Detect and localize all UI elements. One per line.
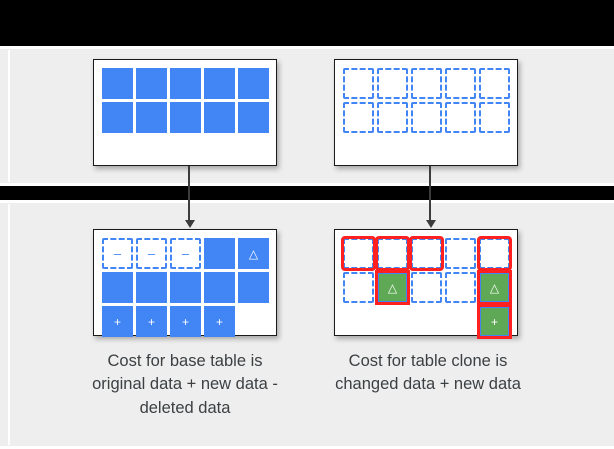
grid-cell — [343, 306, 374, 337]
plus-icon: + — [490, 314, 498, 329]
minus-icon: – — [181, 246, 190, 261]
grid-cell — [102, 68, 133, 99]
grid-cell — [479, 68, 510, 99]
grid-cell — [445, 272, 476, 303]
grid-cell — [377, 306, 408, 337]
grid-cell: △ — [477, 270, 512, 305]
grid-cell — [477, 236, 512, 271]
grid-cell — [445, 68, 476, 99]
grid-cell — [411, 272, 442, 303]
grid-cell — [445, 238, 476, 269]
grid-cell: + — [477, 304, 512, 339]
grid-cell — [204, 68, 235, 99]
grid-cell — [238, 102, 269, 133]
grid-cell: + — [170, 306, 201, 337]
grid-cell — [136, 68, 167, 99]
grid-cell: △ — [238, 238, 269, 269]
minus-icon: – — [113, 246, 122, 261]
arrow-base-table-line — [188, 166, 190, 222]
grid-cell — [136, 272, 167, 303]
grid-cell — [343, 272, 374, 303]
grid-base-table-changed: – – – △ + + + + — [102, 238, 269, 337]
grid-cell: – — [102, 238, 133, 269]
triangle-icon: △ — [248, 246, 259, 261]
grid-cell — [445, 102, 476, 133]
panel-base-table-changed: – – – △ + + + + — [93, 229, 277, 337]
grid-cell — [102, 272, 133, 303]
panel-table-clone-original — [334, 59, 518, 166]
grid-cell — [170, 68, 201, 99]
grid-cell — [136, 102, 167, 133]
panel-table-clone-changed: △ △ + — [334, 229, 518, 339]
plus-icon: + — [215, 314, 223, 329]
grid-cell — [204, 238, 235, 269]
grid-cell — [102, 102, 133, 133]
arrow-base-table-head-icon — [185, 220, 195, 228]
grid-cell: – — [170, 238, 201, 269]
plus-icon: + — [147, 314, 155, 329]
minus-icon: – — [147, 246, 156, 261]
grid-cell — [409, 236, 444, 271]
grid-cell — [170, 272, 201, 303]
triangle-icon: △ — [387, 280, 398, 295]
grid-cell — [411, 68, 442, 99]
slide-bottom-bottom-edge — [0, 446, 614, 449]
panel-base-table-original — [93, 59, 277, 166]
grid-cell — [411, 306, 442, 337]
grid-cell — [238, 68, 269, 99]
grid-cell — [377, 102, 408, 133]
grid-cell — [204, 272, 235, 303]
grid-cell — [479, 102, 510, 133]
grid-cell — [343, 68, 374, 99]
grid-cell — [170, 102, 201, 133]
grid-cell: – — [136, 238, 167, 269]
grid-cell — [375, 236, 410, 271]
plus-icon: + — [113, 314, 121, 329]
grid-cell — [204, 102, 235, 133]
grid-cell — [238, 272, 269, 303]
slide-top-bottom-edge — [0, 183, 614, 186]
grid-cell: △ — [375, 270, 410, 305]
arrow-table-clone-line — [429, 166, 431, 222]
grid-table-clone-original — [343, 68, 510, 133]
grid-cell — [377, 68, 408, 99]
grid-cell — [238, 306, 269, 337]
grid-cell — [411, 102, 442, 133]
grid-cell — [445, 306, 476, 337]
triangle-icon: △ — [489, 280, 500, 295]
grid-cell: + — [136, 306, 167, 337]
grid-cell — [341, 236, 376, 271]
caption-table-clone: Cost for table clone is changed data + n… — [335, 352, 521, 394]
grid-cell: + — [204, 306, 235, 337]
caption-base-table: Cost for base table is original data + n… — [92, 352, 278, 417]
grid-table-clone-changed: △ △ + — [341, 236, 512, 339]
grid-cell — [343, 102, 374, 133]
grid-base-table-original — [102, 68, 269, 133]
plus-icon: + — [181, 314, 189, 329]
arrow-table-clone-head-icon — [426, 220, 436, 228]
grid-cell: + — [102, 306, 133, 337]
